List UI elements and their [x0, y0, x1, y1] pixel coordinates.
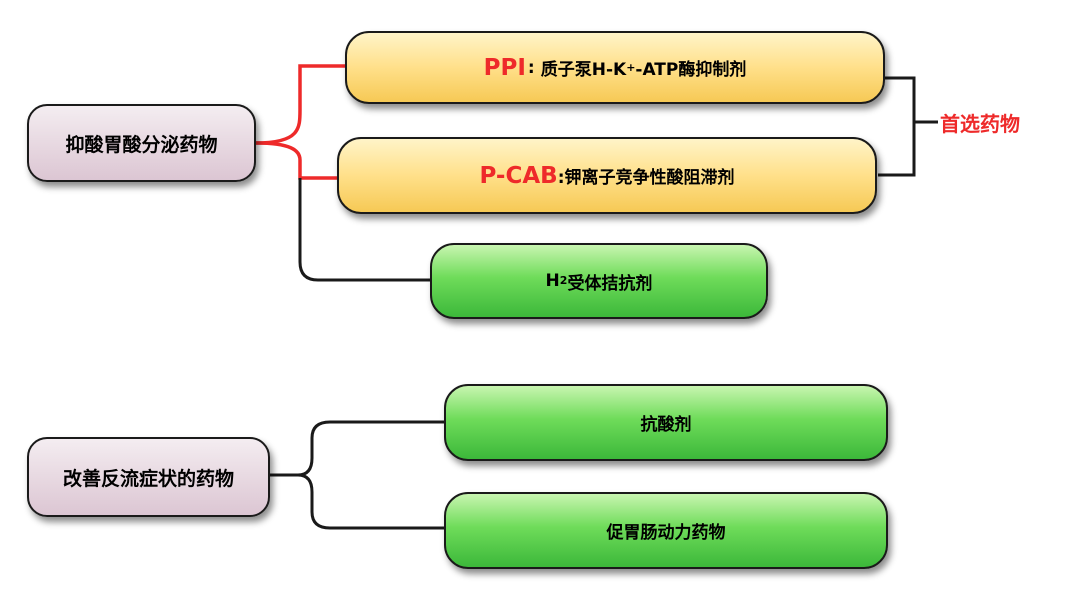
pcab-text: :钾离子竞争性酸阻滞剂: [557, 168, 735, 188]
prokinetic-node: 促胃肠动力药物: [444, 492, 888, 569]
antacid-node: 抗酸剂: [444, 384, 888, 461]
ppi-prefix: PPI: [483, 54, 526, 81]
ppi-text-a: 质子泵H-K: [540, 60, 627, 80]
ppi-colon: :: [527, 57, 535, 78]
reflux-relief-label: 改善反流症状的药物: [62, 467, 234, 490]
h2-prefix: H: [545, 271, 560, 291]
reflux-relief-node: 改善反流症状的药物: [27, 437, 270, 517]
connector-reflux-to-prokinetic: [297, 473, 444, 530]
antacid-label: 抗酸剂: [640, 415, 692, 435]
pcab-node: P-CAB:钾离子竞争性酸阻滞剂: [337, 137, 877, 214]
connector-acid-to-h2: [298, 178, 430, 282]
connector-acid-to-pcab: [255, 141, 337, 180]
acid-suppression-label: 抑酸胃酸分泌药物: [65, 133, 218, 156]
h2-text: 受体拮抗剂: [567, 273, 653, 294]
acid-suppression-node: 抑酸胃酸分泌药物: [27, 104, 256, 182]
ppi-text-b: -ATP酶抑制剂: [635, 60, 747, 80]
prokinetic-label: 促胃肠动力药物: [606, 523, 726, 543]
first-choice-label: 首选药物: [940, 112, 1020, 136]
connector-reflux-to-antacid: [270, 420, 444, 477]
ppi-node: PPI:质子泵H-K+-ATP酶抑制剂: [345, 31, 885, 104]
first-choice-bracket: [878, 76, 938, 177]
connector-acid-to-ppi: [255, 64, 345, 145]
pcab-prefix: P-CAB: [479, 162, 558, 189]
